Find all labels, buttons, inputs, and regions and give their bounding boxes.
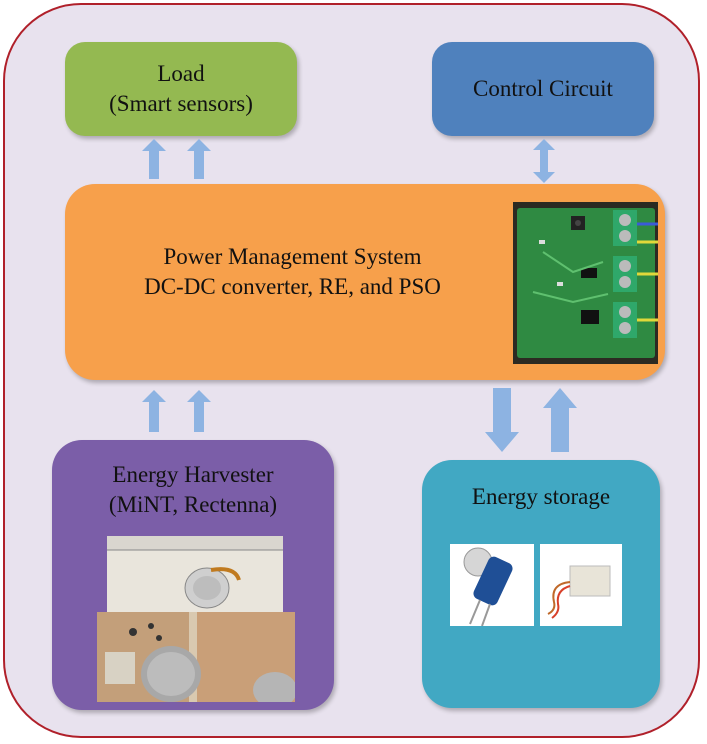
power-management-text: Power Management System DC-DC converter,… <box>65 242 520 302</box>
load-subtitle: (Smart sensors) <box>109 91 253 116</box>
arrow-up-from-harvester-2 <box>187 390 211 432</box>
arrow-up-from-storage <box>543 388 577 452</box>
arrow-control-bidirectional <box>533 139 555 183</box>
mint-device-image <box>107 536 283 614</box>
energy-harvester-text: Energy Harvester (MiNT, Rectenna) <box>52 460 334 520</box>
energy-harvester-title: Energy Harvester <box>112 462 274 487</box>
energy-harvester-box: Energy Harvester (MiNT, Rectenna) <box>52 440 334 710</box>
power-management-subtitle: DC-DC converter, RE, and PSO <box>144 274 441 299</box>
control-circuit-label: Control Circuit <box>473 76 613 101</box>
energy-storage-label: Energy storage <box>471 484 611 509</box>
arrow-up-to-load-2 <box>187 139 211 179</box>
rectenna-image <box>97 612 295 702</box>
load-title: Load <box>157 61 205 86</box>
supercapacitor-image <box>450 544 534 626</box>
energy-harvester-subtitle: (MiNT, Rectenna) <box>108 492 278 517</box>
arrow-up-from-harvester-1 <box>142 390 166 432</box>
arrow-up-to-load-1 <box>142 139 166 179</box>
pcb-board-image <box>513 202 658 364</box>
energy-storage-box: Energy storage <box>422 460 660 708</box>
load-box: Load (Smart sensors) <box>65 42 297 136</box>
lipo-battery-image <box>540 544 622 626</box>
arrow-down-to-storage <box>485 388 519 452</box>
power-management-box: Power Management System DC-DC converter,… <box>65 184 665 380</box>
power-management-title: Power Management System <box>163 244 422 269</box>
control-circuit-box: Control Circuit <box>432 42 654 136</box>
